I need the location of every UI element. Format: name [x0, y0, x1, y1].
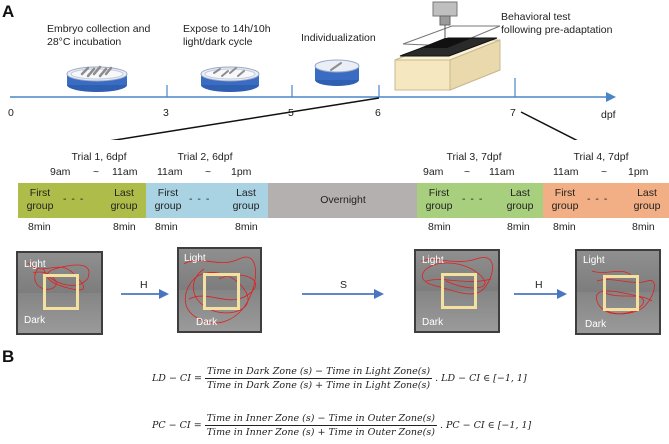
trial-2-dark-label: Dark — [196, 317, 218, 328]
behavior-apparatus-icon — [394, 1, 501, 91]
trial-1-first-group: First group — [26, 187, 54, 212]
step-behavior-label: Behavioral test following pre-adaptation — [501, 11, 613, 36]
pc-ci-numerator: Time in Inner Zone (s) − Time in Outer Z… — [204, 413, 437, 426]
trial-2-first-group: First group — [154, 187, 182, 212]
trial-3-first-duration: 8min — [428, 221, 451, 233]
trial-2-last-group: Last group — [232, 187, 260, 212]
tick-7: 7 — [510, 107, 516, 119]
trial-3-last-duration: 8min — [507, 221, 530, 233]
trial-2-tilde: ~ — [205, 166, 212, 178]
trial-4-first-duration: 8min — [553, 221, 576, 233]
individual-well-icon — [314, 59, 360, 86]
ld-ci-numerator: Time in Dark Zone (s) − Time in Light Zo… — [204, 366, 433, 379]
trial-3-segment — [417, 183, 543, 218]
trial-1-tracking-photo: Light Dark — [16, 251, 103, 335]
arrow-2-label: S — [340, 279, 348, 291]
petri-dish-embryo-icon — [66, 65, 128, 92]
trial-3-tilde: ~ — [464, 166, 471, 178]
trial-4-end: 1pm — [628, 166, 649, 178]
overnight-segment — [268, 183, 417, 218]
pc-ci-denominator: Time in Inner Zone (s) + Time in Outer Z… — [206, 427, 435, 438]
trial-4-last-group: Last group — [633, 187, 661, 212]
transition-arrows — [121, 289, 567, 299]
trial-1-tilde: ~ — [93, 166, 100, 178]
trial-3-end: 11am — [489, 166, 515, 178]
ld-ci-lhs: LD − CI = — [152, 373, 202, 384]
trial-2-end: 1pm — [231, 166, 252, 178]
trial-3-start: 9am — [423, 166, 444, 178]
trial-1-first-duration: 8min — [28, 221, 51, 233]
pc-ci-lhs: PC − CI = — [152, 420, 202, 431]
trial-3-last-group: Last group — [506, 187, 534, 212]
trial-2-start: 11am — [157, 166, 183, 178]
overnight-label: Overnight — [320, 194, 366, 206]
arrow-3-label: H — [535, 279, 543, 291]
trial-1-dark-label: Dark — [24, 315, 46, 326]
pc-ci-formula: PC − CI = Time in Inner Zone (s) − Time … — [152, 413, 531, 438]
trial-4-first-group: First group — [551, 187, 579, 212]
trial-2-segment — [146, 183, 268, 218]
trial-2-last-duration: 8min — [235, 221, 258, 233]
trial-2-dash: - - - — [189, 193, 211, 205]
trial-2-first-duration: 8min — [155, 221, 178, 233]
trial-1-segment — [18, 183, 146, 218]
tick-5: 5 — [288, 107, 294, 119]
trial-3-dash: - - - — [462, 193, 484, 205]
trial-1-start: 9am — [50, 166, 71, 178]
arrow-1-label: H — [140, 279, 148, 291]
trial-3-tracking-photo: Light Dark — [414, 249, 500, 333]
tick-3: 3 — [163, 107, 169, 119]
trial-3-dark-label: Dark — [422, 317, 444, 328]
step-embryo-label: Embryo collection and 28°C incubation — [47, 23, 151, 48]
panel-b-label: B — [2, 347, 15, 366]
trial-1-dash: - - - — [63, 193, 85, 205]
trial-2-title: Trial 2, 6dpf — [177, 151, 233, 163]
trial-4-dark-label: Dark — [585, 319, 607, 330]
arrow-head-icon — [159, 289, 169, 299]
trial-3-title: Trial 3, 7dpf — [446, 151, 502, 163]
panel-a-label: A — [2, 2, 15, 21]
ld-ci-range: . LD − CI ∈ [−1, 1] — [435, 373, 527, 384]
step-expose-label: Expose to 14h/10h light/dark cycle — [183, 23, 271, 48]
trial-1-last-duration: 8min — [113, 221, 136, 233]
step-individual-label: Individualization — [301, 32, 376, 44]
trial-4-tracking-photo: Light Dark — [575, 249, 661, 335]
trial-1-light-label: Light — [24, 259, 46, 270]
trial-2-light-label: Light — [184, 253, 206, 264]
trial-4-light-label: Light — [583, 255, 605, 266]
tick-6: 6 — [375, 107, 381, 119]
trial-3-first-group: First group — [425, 187, 453, 212]
ld-ci-fraction: Time in Dark Zone (s) − Time in Light Zo… — [204, 366, 433, 391]
trial-4-tilde: ~ — [601, 166, 608, 178]
trial-1-end: 11am — [112, 166, 138, 178]
trial-4-start: 11am — [553, 166, 579, 178]
trial-3-light-label: Light — [422, 255, 444, 266]
arrow-head-icon — [374, 289, 384, 299]
trial-1-title: Trial 1, 6dpf — [71, 151, 127, 163]
trial-2-tracking-photo: Light Dark — [177, 247, 262, 333]
trial-1-last-group: Last group — [110, 187, 138, 212]
pc-ci-range: . PC − CI ∈ [−1, 1] — [439, 420, 532, 431]
tick-0: 0 — [8, 107, 14, 119]
trial-4-title: Trial 4, 7dpf — [573, 151, 629, 163]
trial-4-last-duration: 8min — [632, 221, 655, 233]
ld-ci-formula: LD − CI = Time in Dark Zone (s) − Time i… — [152, 366, 527, 391]
timeline-illustration — [10, 1, 616, 140]
trial-4-dash: - - - — [587, 193, 609, 205]
petri-dish-light-cycle-icon — [200, 66, 260, 92]
timeline-unit: dpf — [601, 109, 616, 121]
trial-4-segment — [543, 183, 669, 218]
ld-ci-denominator: Time in Dark Zone (s) + Time in Light Zo… — [206, 380, 431, 391]
arrow-head-icon — [557, 289, 567, 299]
pc-ci-fraction: Time in Inner Zone (s) − Time in Outer Z… — [204, 413, 437, 438]
